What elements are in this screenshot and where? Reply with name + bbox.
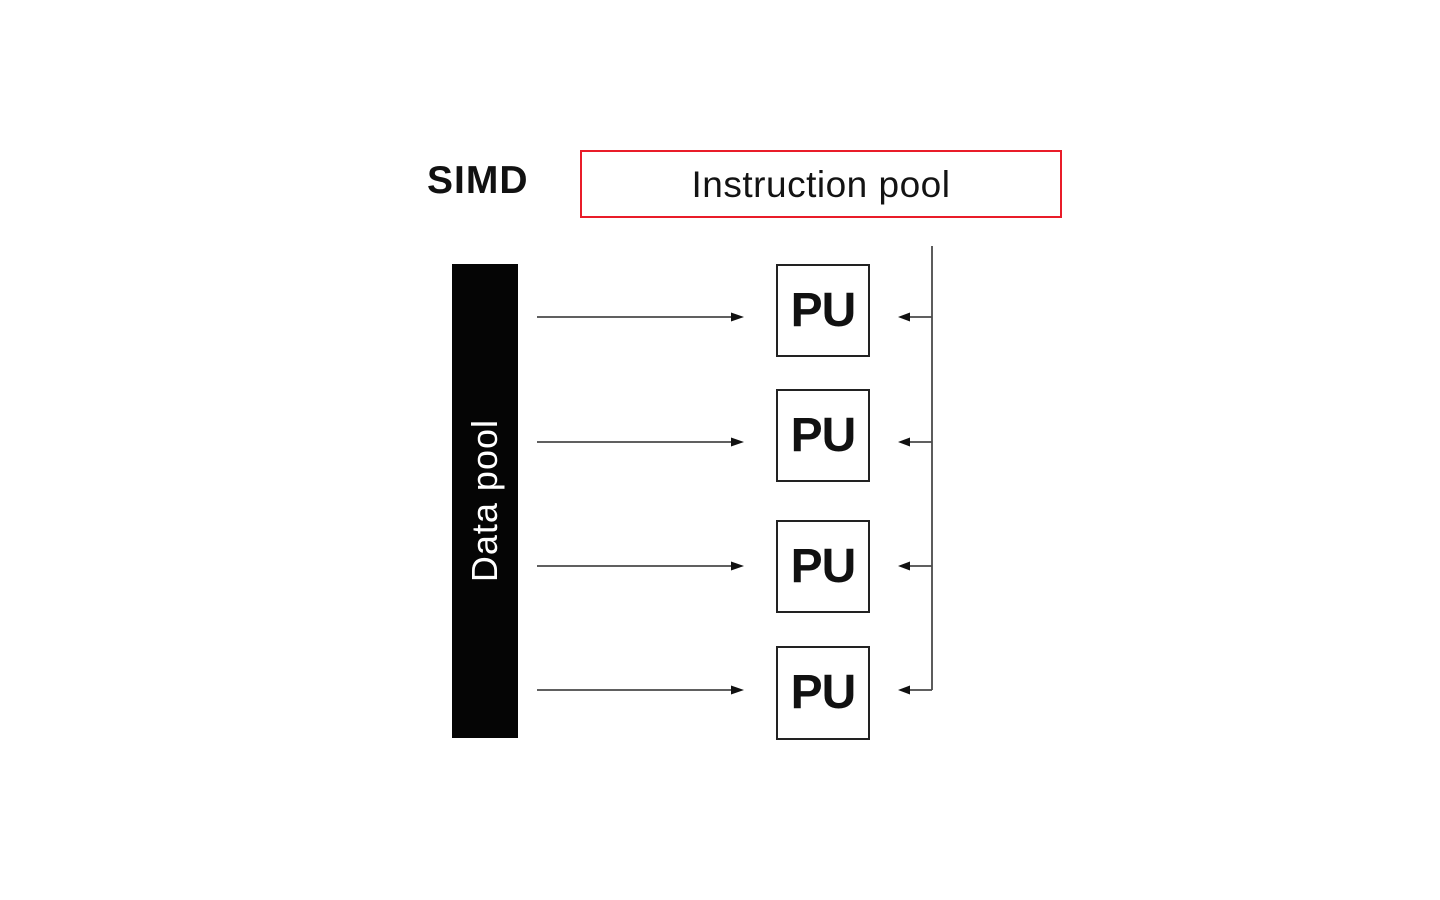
processing-unit-box-4: PU xyxy=(776,646,870,740)
processing-unit-label: PU xyxy=(790,283,857,337)
data-flow-arrows xyxy=(537,312,744,695)
processing-unit-box-1: PU xyxy=(776,264,870,357)
diagram-title: SIMD xyxy=(427,159,529,202)
processing-unit-box-2: PU xyxy=(776,389,870,482)
processing-unit-box-3: PU xyxy=(776,520,870,613)
data-pool-box: Data pool xyxy=(452,264,518,738)
instruction-pool-box: Instruction pool xyxy=(580,150,1062,218)
processing-unit-label: PU xyxy=(790,408,857,462)
processing-unit-label: PU xyxy=(790,666,857,719)
data-pool-label: Data pool xyxy=(464,419,505,583)
instruction-flow-arrows xyxy=(898,312,932,695)
instruction-pool-label: Instruction pool xyxy=(691,163,951,205)
processing-unit-label: PU xyxy=(790,539,857,593)
